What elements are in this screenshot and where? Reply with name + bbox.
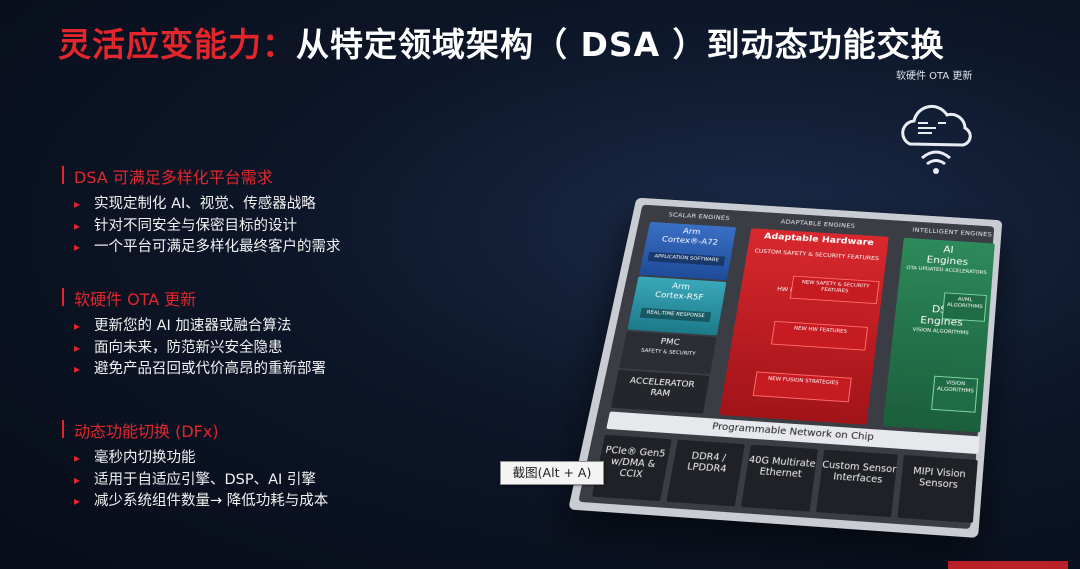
io-sensor: Custom Sensor Interfaces <box>816 450 898 518</box>
bullet-item: 面向未来，防范新兴安全隐患 <box>74 338 326 360</box>
corner-logo <box>948 561 1068 569</box>
page-title: 灵活应变能力：从特定领域架构（ DSA ）到动态功能交换 <box>58 18 945 66</box>
bullet-item: 适用于自适应引擎、DSP、AI 引擎 <box>74 470 328 492</box>
bullet-item: 减少系统组件数量→ 降低功耗与成本 <box>74 491 328 513</box>
a72-sub: APPLICATION SOFTWARE <box>648 252 726 266</box>
new-fusion-popup: NEW FUSION STRATEGIES <box>753 371 852 402</box>
chip-die: SCALAR ENGINES ADAPTABLE ENGINES INTELLI… <box>578 205 994 529</box>
bullet-item: 实现定制化 AI、视觉、传感器战略 <box>74 194 341 216</box>
screenshot-tooltip[interactable]: 截图(Alt + A) <box>500 461 604 485</box>
io-mipi: MIPI Vision Sensors <box>897 455 977 523</box>
adaptable-row1: CUSTOM SAFETY & SECURITY FEATURES <box>747 247 887 263</box>
ai-ml-popup: AI/ML ALGORITHMS <box>942 292 987 321</box>
title-white-part: 从特定领域架构（ DSA ）到动态功能交换 <box>296 25 945 64</box>
section-heading: DSA 可满足多样化平台需求 <box>74 164 341 188</box>
section-heading: 动态功能切换 (DFx) <box>74 418 328 442</box>
new-hw-popup: NEW HW FEATURES <box>771 321 868 351</box>
accelerator-ram-block: ACCELERATOR RAM <box>611 370 710 414</box>
intelligent-engines-label: INTELLIGENT ENGINES <box>912 227 992 239</box>
scalar-engines-label: SCALAR ENGINES <box>668 211 730 221</box>
section-ota: 软硬件 OTA 更新 更新您的 AI 加速器或融合算法 面向未来，防范新兴安全隐… <box>74 286 326 381</box>
adaptable-hardware-block: Adaptable Hardware CUSTOM SAFETY & SECUR… <box>719 228 889 425</box>
chip-diagram: SCALAR ENGINES ADAPTABLE ENGINES INTELLI… <box>568 198 1002 538</box>
arm-r5f-block: Arm Cortex-R5F REAL-TIME RESPONSE <box>627 276 726 335</box>
adaptable-header: Adaptable Hardware <box>749 231 888 249</box>
section-heading: 软硬件 OTA 更新 <box>74 286 326 310</box>
section-dsa: DSA 可满足多样化平台需求 实现定制化 AI、视觉、传感器战略 针对不同安全与… <box>74 164 341 259</box>
adaptable-engines-label: ADAPTABLE ENGINES <box>780 218 855 229</box>
cloud-ota-icon <box>894 100 978 178</box>
io-ethernet: 40G Multirate Ethernet <box>741 445 818 512</box>
bullet-item: 一个平台可满足多样化最终客户的需求 <box>74 237 341 259</box>
section-dfx: 动态功能切换 (DFx) 毫秒内切换功能 适用于自适应引擎、DSP、AI 引擎 … <box>74 418 328 513</box>
ota-caption: 软硬件 OTA 更新 <box>896 67 972 82</box>
arm-a72-block: Arm Cortex®-A72 APPLICATION SOFTWARE <box>639 222 736 280</box>
bullet-item: 更新您的 AI 加速器或融合算法 <box>74 316 326 338</box>
r5f-sub: REAL-TIME RESPONSE <box>640 308 712 322</box>
io-ddr: DDR4 / LPDDR4 <box>666 440 744 507</box>
new-safety-popup: NEW SAFETY & SECURITY FEATURES <box>790 276 880 304</box>
title-red-part: 灵活应变能力： <box>58 25 296 64</box>
bullet-item: 毫秒内切换功能 <box>74 448 328 470</box>
vision-popup: VISION ALGORITHMS <box>931 376 978 413</box>
bullet-item: 针对不同安全与保密目标的设计 <box>74 216 341 238</box>
bullet-item: 避免产品召回或代价高昂的重新部署 <box>74 359 326 381</box>
pmc-block: PMC SAFETY & SECURITY <box>619 331 716 374</box>
intelligent-engines-block: AI Engines OTA UPDATED ACCELERATORS DSP … <box>882 238 994 433</box>
